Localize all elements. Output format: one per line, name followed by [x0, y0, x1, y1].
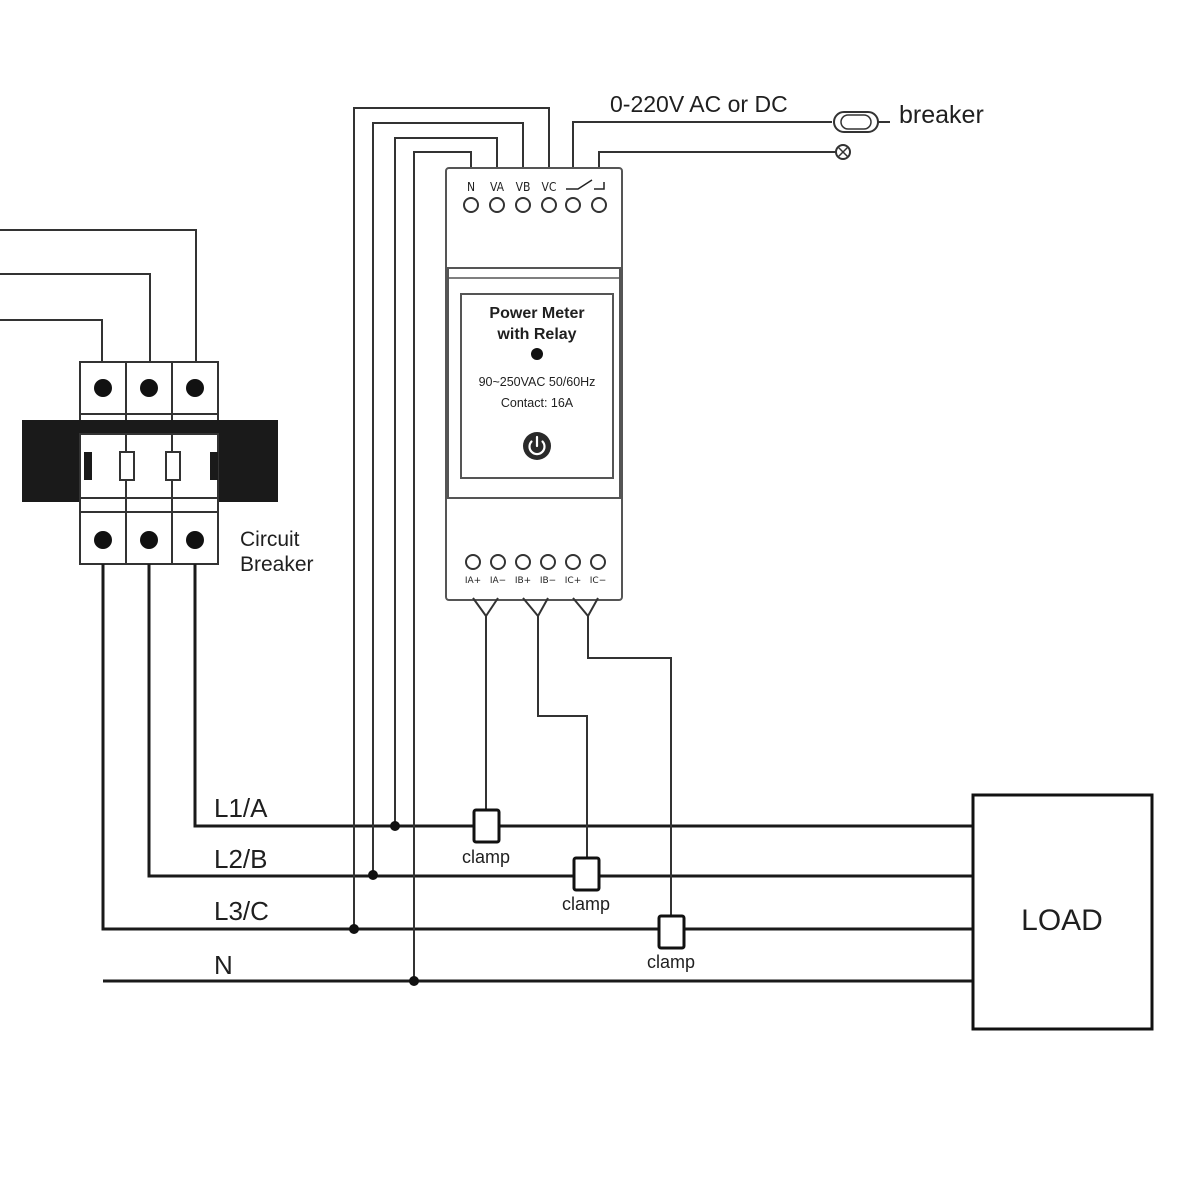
clamp-c-label: clamp: [647, 952, 695, 972]
breaker-bottom-terminal: [140, 531, 158, 549]
terminal-label-ic-minus: IC−: [590, 576, 606, 586]
terminal-vb: [515, 197, 531, 213]
terminal-label-ib-plus: IB+: [515, 576, 531, 586]
relay-supply: 0-220V AC or DC breaker: [572, 91, 984, 178]
clamp-a: [472, 808, 501, 844]
junction-dot: [409, 976, 419, 986]
terminal-label-ib-minus: IB−: [540, 576, 556, 586]
clamp-b-label: clamp: [562, 894, 610, 914]
relay-breaker-label: breaker: [899, 101, 984, 129]
terminal-label-ia-minus: IA−: [490, 576, 506, 586]
relay-voltage-label: 0-220V AC or DC: [610, 91, 788, 117]
terminal-n: [463, 197, 479, 213]
terminal-ib-minus: [540, 554, 556, 570]
circuit-breaker: Circuit Breaker: [0, 229, 314, 576]
terminal-label-vb: VB: [516, 180, 531, 194]
clamp-b: [572, 856, 601, 892]
junction-dot: [390, 821, 400, 831]
status-led: [531, 348, 543, 360]
device-title-line1: Power Meter: [489, 305, 584, 322]
power-button-icon[interactable]: [523, 432, 551, 460]
terminal-label-ia-plus: IA+: [465, 576, 481, 586]
junction-dot: [349, 924, 359, 934]
bottom-terminals: [465, 554, 606, 570]
line-label-n: N: [214, 950, 233, 980]
wire-n: [413, 151, 472, 981]
breaker-top-terminal: [186, 379, 204, 397]
terminal-ic-minus: [590, 554, 606, 570]
device-spec-voltage: 90~250VAC 50/60Hz: [479, 375, 596, 389]
breaker-bottom-terminal: [186, 531, 204, 549]
terminal-label-va: VA: [490, 180, 505, 194]
terminal-ia-plus: [465, 554, 481, 570]
device-title-line2: with Relay: [496, 326, 576, 343]
device-spec-contact: Contact: 16A: [501, 396, 574, 410]
clamp-a-label: clamp: [462, 847, 510, 867]
clamps: clamp clamp clamp: [462, 808, 695, 972]
terminal-relay-2: [591, 197, 607, 213]
breaker-top-terminal: [140, 379, 158, 397]
line-label-l2: L2/B: [214, 844, 268, 874]
relay-switch-icon: [566, 179, 605, 190]
breaker-label-line2: Breaker: [240, 553, 314, 576]
terminal-ic-plus: [565, 554, 581, 570]
junction-dot: [368, 870, 378, 880]
main-lines: L1/A L2/B L3/C N: [101, 564, 973, 983]
top-terminals: [463, 197, 607, 213]
fuse-icon: [833, 111, 890, 133]
input-wire-2: [0, 273, 151, 362]
terminal-ia-minus: [490, 554, 506, 570]
terminal-relay-1: [565, 197, 581, 213]
lamp-icon: [835, 144, 851, 160]
input-wire-3: [0, 319, 103, 362]
line-l1: [193, 564, 973, 828]
wire-vb: [372, 122, 524, 876]
wire-vc: [353, 107, 550, 929]
breaker-bottom-terminal: [94, 531, 112, 549]
terminal-label-vc: VC: [542, 180, 557, 194]
clamp-wires: [472, 597, 672, 916]
line-label-l3: L3/C: [214, 896, 269, 926]
input-wire-1: [0, 229, 197, 362]
relay-wire-2: [598, 151, 836, 178]
power-meter: N VA VB VC Power Meter with Relay 90~250…: [445, 167, 623, 601]
relay-wire-1: [572, 121, 832, 178]
terminal-ib-plus: [515, 554, 531, 570]
breaker-top-terminal: [94, 379, 112, 397]
clamp-c-wire: [587, 616, 672, 916]
terminal-label-ic-plus: IC+: [565, 576, 581, 586]
load: LOAD: [971, 793, 1154, 1031]
load-label: LOAD: [1021, 904, 1103, 937]
line-label-l1: L1/A: [214, 793, 268, 823]
line-l2: [147, 564, 973, 878]
clamp-c: [657, 914, 686, 950]
terminal-label-n: N: [467, 180, 475, 194]
terminal-vc: [541, 197, 557, 213]
load-box: [971, 793, 1154, 1031]
wire-va: [394, 137, 498, 826]
terminal-va: [489, 197, 505, 213]
voltage-sense-wires: [349, 107, 550, 986]
clamp-b-wire: [537, 616, 588, 858]
breaker-label-line1: Circuit: [240, 528, 300, 551]
